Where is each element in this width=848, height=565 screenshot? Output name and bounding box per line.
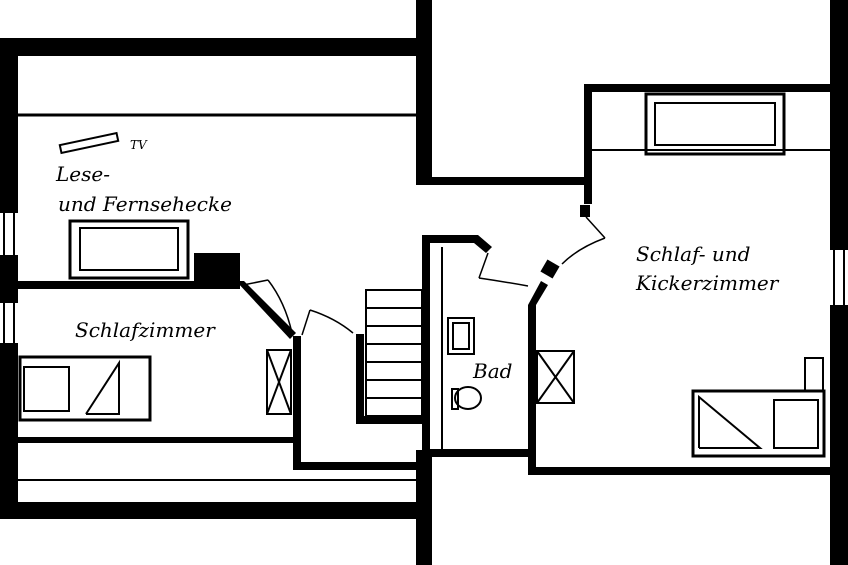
- bath-fixtures: [447, 317, 482, 410]
- wall-top-left: [0, 38, 430, 56]
- wall-left-upper: [0, 38, 18, 213]
- wall-left-mid: [0, 255, 18, 303]
- wall-right-room-angled: [528, 281, 548, 305]
- door-bad[interactable]: [478, 252, 529, 287]
- stair-outline: [365, 289, 423, 417]
- wall-schlaf-bottom: [18, 437, 298, 443]
- room-label-kicker-2: Kickerzimmer: [635, 271, 780, 295]
- room-label-schlafzimmer: Schlafzimmer: [75, 318, 216, 342]
- wall-right-room-lower-left: [528, 305, 536, 475]
- wall-bath-top: [422, 235, 492, 253]
- toilet: [454, 386, 482, 410]
- wall-hall-bottom: [293, 462, 423, 470]
- wall-center-bottom: [416, 450, 432, 565]
- wall-right-room-left: [584, 84, 592, 204]
- sink: [447, 317, 475, 355]
- wall-right-room-door-jamb: [580, 205, 590, 217]
- wall-right-upper: [830, 0, 848, 250]
- cabinet-bad: [536, 350, 575, 404]
- wall-lese-schlaf: [0, 281, 240, 289]
- wall-right-room-door-jamb-2: [540, 259, 560, 279]
- door-lese[interactable]: [242, 279, 293, 334]
- cabinet-schlafzimmer: [266, 349, 292, 415]
- door-schlafzimmer[interactable]: [301, 309, 354, 336]
- wall-left-lower: [0, 343, 18, 519]
- thin-lines: [18, 113, 830, 481]
- wall-right-room-top: [584, 84, 834, 92]
- bed-schlafzimmer: [18, 355, 152, 422]
- wall-lese-angled: [236, 281, 296, 339]
- windows: [3, 213, 845, 343]
- wall-connector: [416, 177, 588, 185]
- wall-bottom-left: [0, 502, 432, 519]
- room-label-bad: Bad: [472, 359, 512, 383]
- sofa-lese: [68, 219, 190, 280]
- wall-stair-bottom: [356, 416, 424, 424]
- staircase: [365, 289, 423, 417]
- sofa-kickerzimmer: [644, 92, 786, 156]
- wall-stair-left: [356, 334, 364, 424]
- bed-kickerzimmer: [691, 357, 826, 458]
- room-label-kicker-1: Schlaf- und: [636, 242, 750, 266]
- room-label-lese-2: und Fernsehecke: [58, 192, 232, 216]
- wall-bath-bottom: [422, 449, 532, 457]
- door-kickerzimmer[interactable]: [561, 216, 606, 265]
- wall-right-room-bottom: [530, 467, 835, 475]
- wall-bath-left: [422, 235, 430, 457]
- tv-furniture: TV: [58, 131, 148, 155]
- wall-right-lower: [830, 305, 848, 565]
- doors: [242, 216, 606, 336]
- wall-hall-left: [293, 336, 301, 468]
- room-label-lese-1: Lese-: [55, 162, 110, 186]
- chimney: [194, 253, 240, 283]
- tv-icon: [58, 131, 120, 155]
- tv-label: TV: [130, 138, 148, 152]
- wall-center-top: [416, 0, 432, 185]
